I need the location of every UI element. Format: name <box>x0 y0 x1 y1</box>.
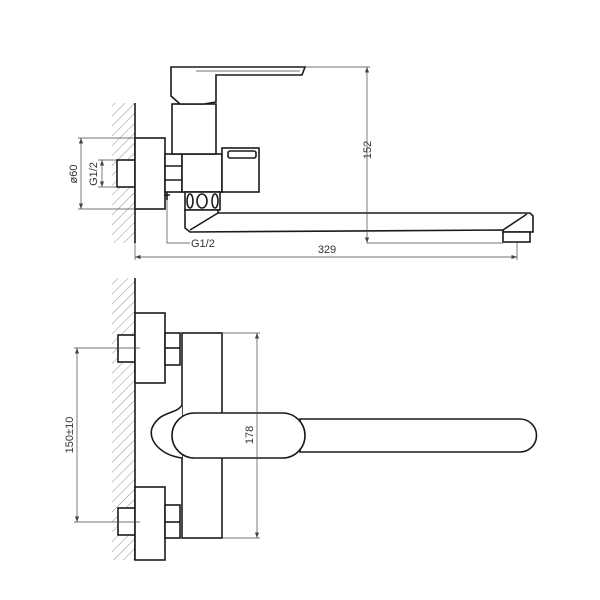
dim-label-escutcheon: ø60 <box>68 165 80 184</box>
dim-label-outlet-thread: G1/2 <box>191 238 215 250</box>
spout-front <box>299 418 538 453</box>
body-column <box>171 103 217 155</box>
aerator <box>502 231 531 243</box>
front-view: 150±10 178 <box>64 278 538 561</box>
upper-inlet-pipe <box>117 334 136 363</box>
diverter-button <box>227 150 257 159</box>
lower-inlet-pipe <box>117 507 136 536</box>
upper-nut <box>164 332 181 366</box>
dim-label-body-height: 178 <box>244 426 256 444</box>
nut <box>164 153 183 193</box>
dim-label-inlet-thread: G1/2 <box>88 162 100 186</box>
body-block <box>181 153 223 193</box>
spout <box>184 209 534 233</box>
dim-label-inlet-spacing: 150±10 <box>64 417 76 454</box>
side-view: 152 329 ø60 G1/2 G1/2 <box>68 66 534 260</box>
leader-outlet-thread <box>166 200 190 244</box>
dim-label-length: 329 <box>318 244 336 256</box>
escutcheon <box>134 137 166 210</box>
dim-label-height: 152 <box>362 141 374 159</box>
lower-escutcheon <box>134 486 166 561</box>
inlet-pipe <box>116 159 136 188</box>
handle-front <box>171 412 306 459</box>
handle-lever <box>170 66 307 105</box>
